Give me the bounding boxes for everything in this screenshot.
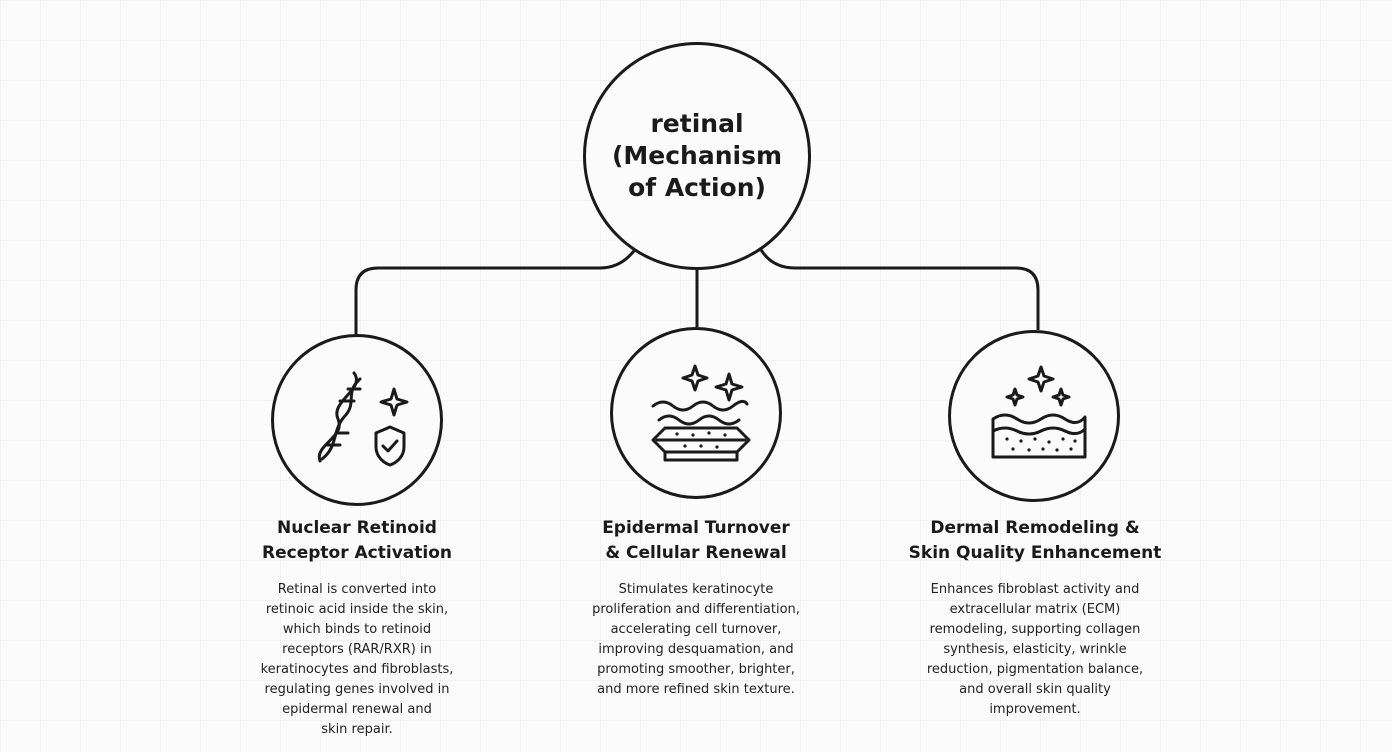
node-dermal-remodeling-circle	[948, 330, 1120, 502]
shield-check-icon	[374, 425, 406, 467]
desc-line: skin repair.	[321, 722, 393, 737]
sparkle-icon	[714, 372, 744, 402]
turnover-icon-group	[651, 364, 751, 462]
connector-left	[354, 241, 642, 334]
title-line: Receptor Activation	[262, 543, 452, 563]
desc-line: which binds to retinoid	[282, 622, 432, 637]
node-title: Epidermal Turnover & Cellular Renewal	[561, 516, 831, 566]
receptor-icon-group	[317, 371, 409, 467]
desc-line: improvement.	[989, 702, 1081, 717]
desc-line: retinoic acid inside the skin,	[265, 602, 449, 617]
desc-line: extracellular matrix (ECM)	[949, 602, 1121, 617]
node-title: Nuclear Retinoid Receptor Activation	[232, 516, 482, 566]
desc-line: and more refined skin texture.	[597, 682, 795, 697]
desc-line: Enhances fibroblast activity and	[930, 582, 1140, 597]
desc-line: synthesis, elasticity, wrinkle	[943, 642, 1127, 657]
desc-line: and overall skin quality	[959, 682, 1111, 697]
node-description: Retinal is converted into retinoic acid …	[232, 580, 482, 740]
desc-line: epidermal renewal and	[282, 702, 432, 717]
node-epidermal-turnover-circle	[610, 327, 782, 499]
wave-icon	[657, 414, 741, 426]
sparkle-icon	[1051, 387, 1071, 407]
desc-line: accelerating cell turnover,	[610, 622, 782, 637]
node-receptor-activation-circle	[271, 334, 443, 506]
node-dermal-remodeling-text: Dermal Remodeling & Skin Quality Enhance…	[890, 516, 1180, 720]
title-line: & Cellular Renewal	[605, 543, 787, 563]
title-line: Skin Quality Enhancement	[908, 543, 1162, 563]
desc-line: improving desquamation, and	[598, 642, 794, 657]
desc-line: proliferation and differentiation,	[592, 602, 800, 617]
desc-line: promoting smoother, brighter,	[597, 662, 795, 677]
desc-line: Retinal is converted into	[277, 582, 437, 597]
desc-line: reduction, pigmentation balance,	[926, 662, 1144, 677]
node-description: Enhances fibroblast activity and extrace…	[890, 580, 1180, 720]
root-node: retinal (Mechanism of Action)	[583, 42, 811, 270]
wave-icon	[651, 399, 749, 412]
dna-icon	[317, 371, 362, 463]
node-receptor-activation-text: Nuclear Retinoid Receptor Activation Ret…	[232, 516, 482, 740]
desc-line: remodeling, supporting collagen	[929, 622, 1141, 637]
node-epidermal-turnover-text: Epidermal Turnover & Cellular Renewal St…	[561, 516, 831, 700]
title-line: Dermal Remodeling &	[930, 518, 1140, 538]
desc-line: receptors (RAR/RXR) in	[282, 642, 432, 657]
sparkle-icon	[681, 364, 709, 392]
sparkle-icon	[379, 387, 409, 417]
desc-line: regulating genes involved in	[264, 682, 450, 697]
node-description: Stimulates keratinocyte proliferation an…	[561, 580, 831, 700]
root-title: retinal (Mechanism of Action)	[611, 109, 783, 202]
remodeling-icon-group	[991, 365, 1087, 459]
dermis-block-icon	[991, 413, 1087, 459]
title-line: Epidermal Turnover	[602, 518, 790, 538]
node-title: Dermal Remodeling & Skin Quality Enhance…	[890, 516, 1180, 566]
desc-line: Stimulates keratinocyte	[618, 582, 774, 597]
title-line: Nuclear Retinoid	[277, 518, 437, 538]
skin-layers-icon	[651, 426, 751, 462]
desc-line: keratinocytes and fibroblasts,	[260, 662, 454, 677]
sparkle-icon	[1005, 387, 1025, 407]
connector-right	[755, 241, 1040, 330]
sparkle-icon	[1027, 365, 1055, 393]
